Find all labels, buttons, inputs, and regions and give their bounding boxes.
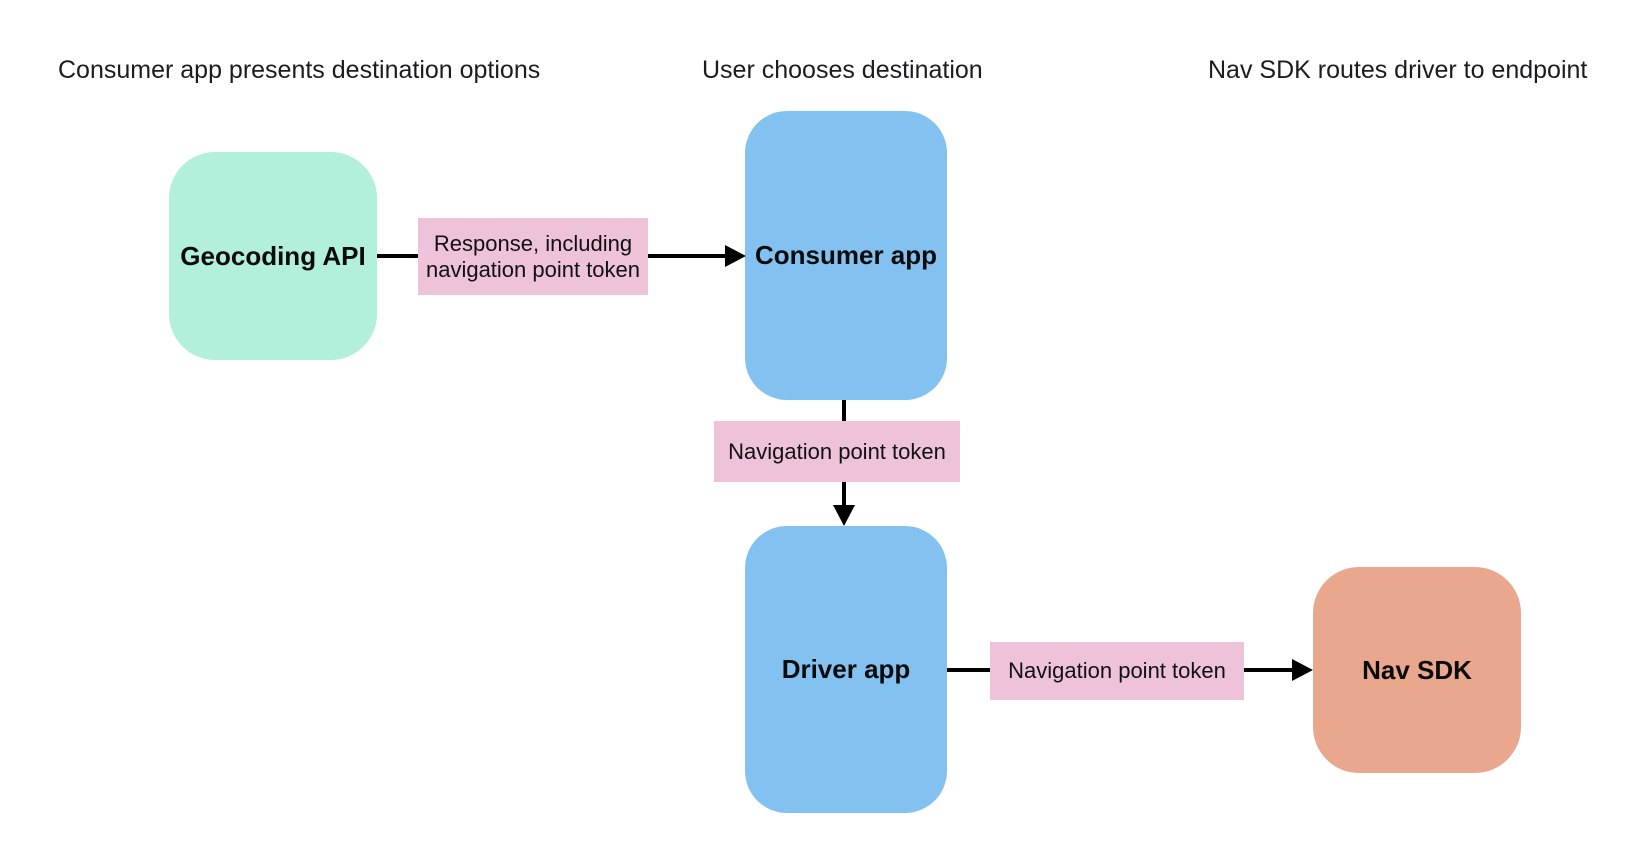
node-consumer-app: Consumer app — [745, 111, 947, 400]
node-geocoding-api-label: Geocoding API — [180, 240, 366, 271]
node-driver-app: Driver app — [745, 526, 947, 813]
edge-label-navigation-point-token-1: Navigation point token — [714, 421, 960, 482]
node-driver-app-label: Driver app — [781, 654, 911, 684]
connector-label-to-consumer — [648, 254, 726, 258]
connector-driver-to-label — [947, 668, 990, 672]
node-geocoding-api: Geocoding API — [169, 152, 377, 360]
node-nav-sdk-label: Nav SDK — [1362, 654, 1472, 685]
node-consumer-app-label: Consumer app — [754, 240, 938, 270]
arrowhead-into-consumer-icon — [725, 245, 746, 267]
arrowhead-into-navsdk-icon — [1292, 659, 1313, 681]
connector-consumer-to-label — [842, 400, 846, 421]
connector-label-to-navsdk — [1244, 668, 1293, 672]
stage-header-user-chooses: User chooses destination — [702, 56, 983, 84]
arrowhead-into-driver-icon — [833, 505, 855, 526]
stage-header-navsdk-routes: Nav SDK routes driver to endpoint — [1208, 56, 1588, 84]
connector-geocoding-to-label — [377, 254, 418, 258]
edge-label-response-including-token: Response, including navigation point tok… — [418, 218, 648, 295]
stage-header-consumer-presents: Consumer app presents destination option… — [58, 56, 541, 84]
connector-label-to-driver — [842, 482, 846, 506]
node-nav-sdk: Nav SDK — [1313, 567, 1521, 773]
edge-label-navigation-point-token-2: Navigation point token — [990, 642, 1244, 700]
